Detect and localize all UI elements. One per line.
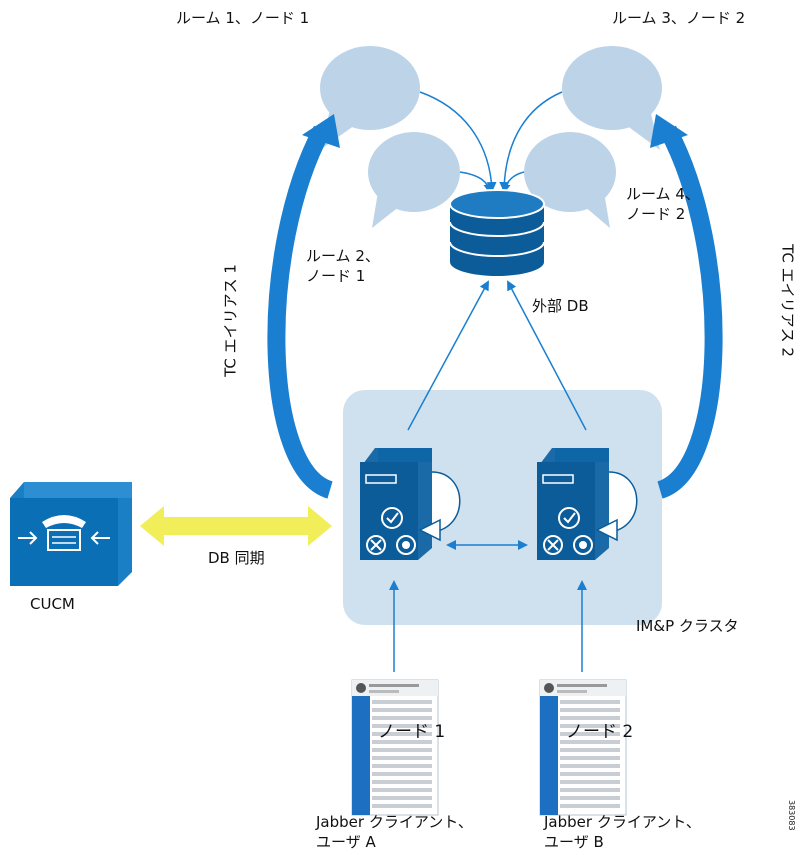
external-db-icon	[449, 189, 545, 276]
tc-alias-1-label: TC エイリアス 1	[221, 264, 240, 377]
db-sync-label: DB 同期	[208, 549, 265, 567]
room-4-bubble	[524, 132, 616, 228]
room-4-to-db-arrow	[500, 171, 525, 194]
room-2-to-db-arrow	[459, 171, 494, 194]
tc-alias-2-arrow	[650, 114, 723, 499]
cluster-label: IM&P クラスタ	[636, 617, 739, 635]
db-sync-arrow	[140, 506, 332, 546]
room-2-label: ルーム 2、 ノード 1	[306, 247, 380, 285]
room-1-to-db-arrow	[419, 91, 497, 192]
room-4-label: ルーム 4、 ノード 2	[626, 185, 700, 223]
node-1-to-db-arrow	[407, 280, 489, 431]
cucm-icon	[10, 482, 132, 586]
room-3-to-db-arrow	[499, 91, 563, 192]
room-1-label: ルーム 1、ノード 1	[176, 9, 310, 27]
jabber-client-a-screenshot	[351, 679, 439, 816]
room-2-bubble	[368, 132, 460, 228]
tc-alias-2-label: TC エイリアス 2	[778, 244, 797, 357]
room-3-label: ルーム 3、ノード 2	[612, 9, 746, 27]
client-a-label: Jabber クライアント、 ユーザ A	[316, 813, 473, 851]
im-p-server-node-2	[537, 448, 638, 560]
client-b-label: Jabber クライアント、 ユーザ B	[544, 813, 701, 851]
node-1-label: ノード 1	[378, 722, 446, 742]
node-2-to-db-arrow	[507, 280, 587, 431]
tc-alias-1-arrow	[267, 114, 340, 499]
cucm-label: CUCM	[30, 595, 75, 613]
figure-id: 383083	[787, 800, 796, 831]
node-2-label: ノード 2	[566, 722, 634, 742]
external-db-label: 外部 DB	[532, 297, 589, 315]
im-p-server-node-1	[360, 448, 461, 560]
jabber-client-b-screenshot	[539, 679, 627, 816]
